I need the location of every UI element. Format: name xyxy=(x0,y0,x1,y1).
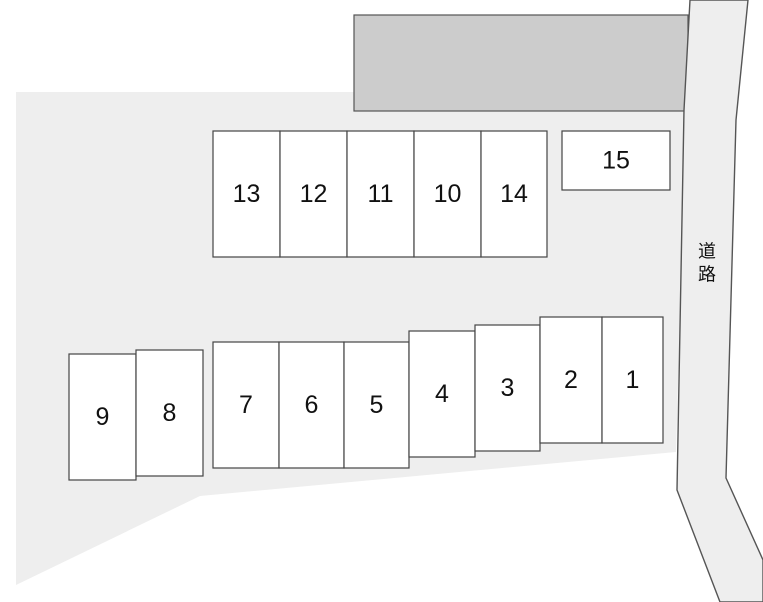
space-label: 13 xyxy=(233,180,261,208)
parking-space-6[interactable]: 6 xyxy=(278,341,345,469)
parking-space-2[interactable]: 2 xyxy=(539,316,603,444)
space-label: 14 xyxy=(500,180,528,208)
space-label: 1 xyxy=(626,366,640,394)
parking-space-7[interactable]: 7 xyxy=(212,341,280,469)
parking-space-15[interactable]: 15 xyxy=(561,130,671,191)
parking-space-1[interactable]: 1 xyxy=(601,316,664,444)
space-label: 8 xyxy=(163,399,177,427)
parking-space-13[interactable]: 13 xyxy=(212,130,281,258)
space-label: 7 xyxy=(239,391,253,419)
space-label: 5 xyxy=(370,391,384,419)
space-label: 2 xyxy=(564,366,578,394)
road xyxy=(676,0,763,602)
space-label: 9 xyxy=(96,403,110,431)
parking-space-4[interactable]: 4 xyxy=(408,330,476,458)
parking-space-11[interactable]: 11 xyxy=(346,130,415,258)
space-label: 11 xyxy=(368,180,394,208)
parking-space-5[interactable]: 5 xyxy=(343,341,410,469)
space-label: 3 xyxy=(501,374,515,402)
space-label: 10 xyxy=(434,180,462,208)
parking-space-8[interactable]: 8 xyxy=(135,349,204,477)
parking-space-14[interactable]: 14 xyxy=(480,130,548,258)
parking-space-9[interactable]: 9 xyxy=(68,353,137,481)
parking-space-3[interactable]: 3 xyxy=(474,324,541,452)
road-label-top: 道 xyxy=(698,242,716,263)
neighbor-building xyxy=(353,14,689,112)
space-label: 6 xyxy=(305,391,319,419)
space-label: 12 xyxy=(300,180,328,208)
road-label-bottom: 路 xyxy=(698,265,716,286)
space-label: 4 xyxy=(435,380,449,408)
space-label: 15 xyxy=(602,147,630,175)
parking-space-10[interactable]: 10 xyxy=(413,130,482,258)
parking-space-12[interactable]: 12 xyxy=(279,130,348,258)
